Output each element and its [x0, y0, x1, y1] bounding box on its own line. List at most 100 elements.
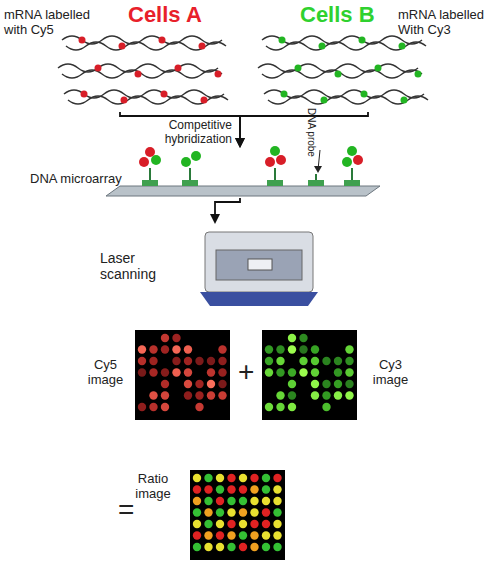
array-spot — [250, 474, 258, 482]
array-spot — [161, 345, 169, 353]
array-spot — [138, 357, 146, 365]
array-spot — [345, 380, 353, 388]
probe-stalks — [150, 168, 352, 186]
array-spot — [345, 391, 353, 399]
scan-image: Ratio image — [190, 470, 285, 560]
sample-title: Cells A — [128, 2, 228, 27]
array-spot — [218, 391, 226, 399]
array-spot — [216, 474, 224, 482]
array-spot — [288, 380, 296, 388]
scanner-body — [205, 232, 313, 292]
hybridized-mrna — [139, 146, 363, 167]
array-spot — [273, 508, 281, 516]
array-spot — [184, 345, 192, 353]
scanner-slot — [248, 259, 272, 270]
array-spot — [227, 497, 235, 505]
array-spot — [218, 357, 226, 365]
array-spot — [138, 368, 146, 376]
array-spot — [207, 357, 215, 365]
array-spot — [161, 391, 169, 399]
array-spot — [149, 403, 157, 411]
array-spot — [273, 543, 281, 551]
array-spot — [322, 403, 330, 411]
array-spot — [239, 508, 247, 516]
array-spot — [184, 380, 192, 388]
array-spot — [216, 543, 224, 551]
array-spot — [239, 531, 247, 539]
array-spot — [262, 531, 270, 539]
array-spot — [239, 520, 247, 528]
probe-leader-head — [314, 166, 322, 173]
sample-title: Cells B — [300, 2, 400, 27]
array-spot — [250, 508, 258, 516]
array-spot — [239, 543, 247, 551]
array-spot — [311, 368, 319, 376]
image-label: Ratio image — [128, 472, 178, 502]
array-spot — [218, 345, 226, 353]
array-spot — [184, 357, 192, 365]
array-spot — [207, 368, 215, 376]
array-spot — [239, 474, 247, 482]
array-spot — [161, 403, 169, 411]
probe-label: DNA probe — [306, 108, 317, 157]
array-spot — [218, 368, 226, 376]
mrna-strands-b — [258, 36, 428, 104]
sample-note: mRNA labelled with Cy5 — [4, 8, 96, 38]
array-spot — [288, 391, 296, 399]
array-spot — [172, 368, 180, 376]
array-spot — [193, 531, 201, 539]
array-spot — [216, 485, 224, 493]
array-spot — [239, 497, 247, 505]
array-spot — [262, 543, 270, 551]
array-spot — [193, 485, 201, 493]
array-spot — [334, 380, 342, 388]
cell-sample: Cells A mRNA labelled with Cy5 — [0, 0, 240, 112]
array-spot — [193, 508, 201, 516]
flow-arrow — [215, 198, 240, 222]
array-spot — [250, 497, 258, 505]
array-spot — [161, 380, 169, 388]
array-spot — [195, 403, 203, 411]
array-spot — [273, 497, 281, 505]
array-spot — [273, 474, 281, 482]
array-spot — [265, 368, 273, 376]
array-spot — [218, 380, 226, 388]
array-spot — [227, 543, 235, 551]
array-spot — [193, 474, 201, 482]
array-spot — [227, 520, 235, 528]
image-label: Cy3 image — [368, 358, 413, 388]
microarray: DNA microarray — [30, 146, 450, 198]
scanner: Laser scanning — [100, 222, 330, 312]
node-label: Laser scanning — [100, 250, 190, 282]
array-spot — [345, 345, 353, 353]
array-spot — [204, 543, 212, 551]
array-spot — [273, 531, 281, 539]
array-spot — [207, 380, 215, 388]
array-spot — [193, 520, 201, 528]
array-spot — [149, 345, 157, 353]
probe-spots — [142, 180, 360, 186]
array-spot — [288, 368, 296, 376]
array-spot — [276, 391, 284, 399]
spot-array — [262, 330, 357, 420]
array-spot — [204, 508, 212, 516]
array-spot — [216, 520, 224, 528]
array-spot — [299, 368, 307, 376]
array-spot — [207, 391, 215, 399]
edge-label: Competitive hybridization — [148, 119, 232, 147]
array-spot — [311, 380, 319, 388]
array-spot — [345, 357, 353, 365]
array-spot — [216, 508, 224, 516]
array-spot — [227, 531, 235, 539]
flow-arrow — [240, 112, 368, 146]
sample-note: mRNA labelled With Cy3 — [398, 8, 488, 38]
array-spot — [345, 368, 353, 376]
array-spot — [195, 357, 203, 365]
array-spot — [161, 334, 169, 342]
spot-array — [190, 470, 285, 560]
array-spot — [250, 531, 258, 539]
array-spot — [322, 391, 330, 399]
array-spot — [172, 345, 180, 353]
array-spot — [299, 334, 307, 342]
